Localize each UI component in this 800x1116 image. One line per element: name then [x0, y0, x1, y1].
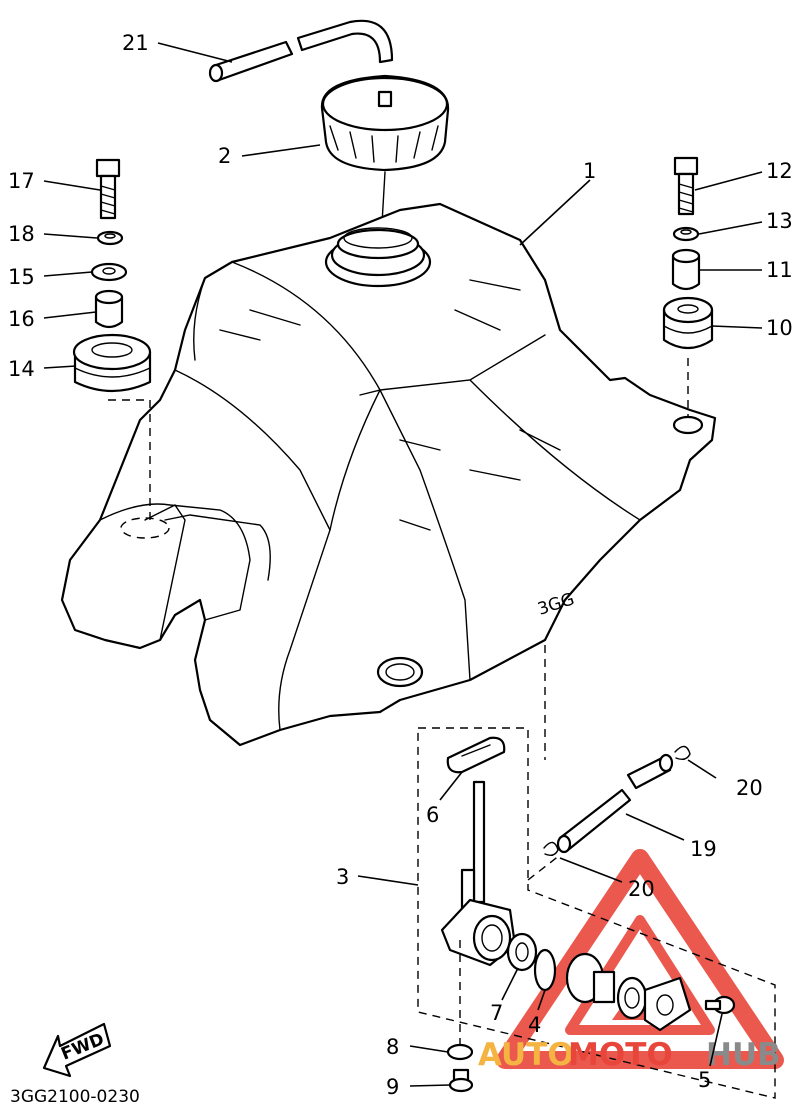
- fuel-cock-part: [440, 780, 517, 967]
- callout-10: 10: [766, 316, 793, 340]
- callout-9: 9: [386, 1075, 399, 1099]
- drain-screw-part: [448, 1068, 474, 1093]
- callout-18: 18: [8, 222, 35, 246]
- callout-21: 21: [122, 31, 149, 55]
- callout-13: 13: [766, 209, 793, 233]
- cock-washer-part: [506, 932, 538, 972]
- damper-right-part: [662, 296, 714, 350]
- bolt-right-part: [673, 156, 699, 216]
- clip-upper-part: [674, 745, 691, 761]
- fuel-pipe-part: [556, 753, 674, 854]
- callout-2: 2: [218, 144, 231, 168]
- callouts: 21 2 1 17 18 15 16 14 12 13 11 10 6 20 1…: [8, 31, 793, 1099]
- callout-5: 5: [698, 1068, 711, 1092]
- callout-20-lower: 20: [628, 877, 655, 901]
- callout-7: 7: [490, 1001, 503, 1025]
- lock-washer-right-part: [672, 226, 700, 242]
- washer-left-part: [90, 262, 128, 282]
- callout-20-upper: 20: [736, 776, 763, 800]
- callout-3: 3: [336, 865, 349, 889]
- fuel-cap-part: [320, 74, 450, 172]
- watermark-auto: AUTO: [478, 1037, 574, 1073]
- o-ring-part: [533, 948, 557, 992]
- collar-left-part: [94, 289, 124, 329]
- clip-lower-part: [543, 841, 559, 857]
- lever-assembly-part: [565, 952, 692, 1032]
- breather-hose-part: [208, 19, 394, 83]
- callout-8: 8: [386, 1035, 399, 1059]
- bolt-left-part: [95, 158, 121, 220]
- callout-19: 19: [690, 837, 717, 861]
- diagram-code: 3GG2100-0230: [10, 1087, 140, 1107]
- fuel-tank-part: 3GG: [60, 202, 717, 747]
- callout-17: 17: [8, 169, 35, 193]
- collar-right-part: [671, 248, 701, 291]
- fwd-arrow-icon: FWD: [42, 1022, 112, 1078]
- callout-11: 11: [766, 258, 793, 282]
- callout-16: 16: [8, 307, 35, 331]
- drain-washer-part: [446, 1043, 474, 1061]
- lock-washer-left-part: [96, 230, 124, 246]
- watermark-moto: MOTO: [568, 1037, 673, 1073]
- callout-12: 12: [766, 159, 793, 183]
- callout-1: 1: [583, 159, 596, 183]
- callout-14: 14: [8, 357, 35, 381]
- watermark-text: AUTO MOTO HUB: [478, 1037, 781, 1073]
- callout-4: 4: [528, 1013, 541, 1037]
- watermark-hub: HUB: [706, 1037, 781, 1073]
- gasket-part: [446, 736, 506, 774]
- damper-left-part: [72, 333, 152, 392]
- callout-6: 6: [426, 803, 439, 827]
- callout-15: 15: [8, 265, 35, 289]
- lever-screw-part: [704, 995, 736, 1015]
